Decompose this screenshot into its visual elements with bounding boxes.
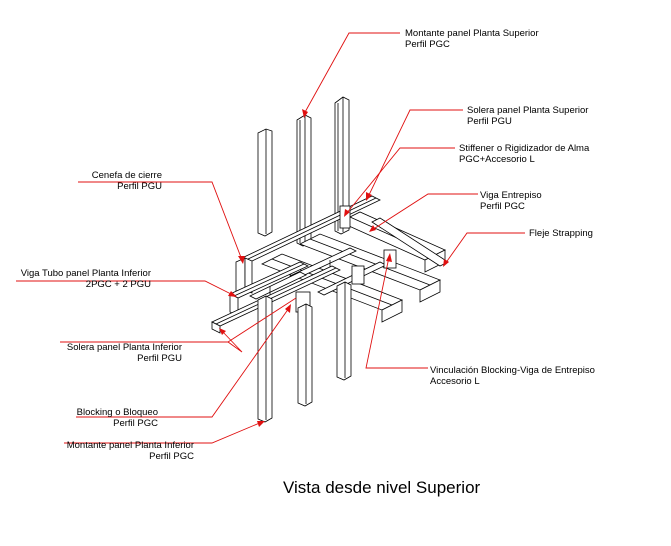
- lower-track: [211, 265, 341, 334]
- arrowhead-icon: [219, 328, 226, 335]
- label-blocking: Blocking o Bloqueo Perfil PGC: [76, 407, 158, 429]
- label-line: Viga Tubo panel Planta Inferior: [20, 268, 151, 279]
- leader-montante-inferior: [64, 421, 263, 444]
- label-line: Perfil PGU: [117, 181, 162, 192]
- label-line: Solera panel Planta Inferior: [66, 342, 182, 353]
- label-line: Montante panel Planta Superior: [405, 28, 539, 39]
- label-viga-tubo: Viga Tubo panel Planta Inferior 2PGC + 2…: [16, 268, 151, 290]
- arrowhead-icon: [369, 225, 376, 232]
- label-line: Vinculación Blocking-Viga de Entrepiso: [430, 365, 595, 376]
- arrowhead-icon: [386, 253, 392, 262]
- leader-solera-inferior-2: [227, 297, 297, 343]
- label-viga-entrepiso: Viga Entrepiso Perfil PGC: [480, 190, 542, 212]
- upper-stud-right: [334, 96, 350, 235]
- label-line: Perfil PGC: [480, 201, 525, 212]
- arrowhead-icon: [344, 209, 350, 217]
- label-fleje: Fleje Strapping: [529, 228, 593, 239]
- label-line: Perfil PGC: [405, 39, 450, 50]
- arrowhead-icon: [302, 109, 308, 118]
- label-line: Solera panel Planta Superior: [467, 105, 589, 116]
- label-line: Accesorio L: [430, 376, 480, 387]
- label-solera-inferior: Solera panel Planta Inferior Perfil PGU: [62, 342, 182, 364]
- lower-stud-right: [336, 281, 352, 381]
- leader-montante-superior: [303, 32, 400, 115]
- leader-fleje: [444, 232, 525, 265]
- label-line: Viga Entrepiso: [480, 190, 542, 201]
- label-line: Fleje Strapping: [529, 228, 593, 239]
- label-vinculacion: Vinculación Blocking-Viga de Entrepiso A…: [430, 365, 595, 387]
- floor-joist-2: [299, 233, 441, 303]
- label-line: Perfil PGU: [467, 116, 512, 127]
- label-line: Cenefa de cierre: [91, 170, 162, 181]
- leader-stiffener: [345, 147, 455, 215]
- drawing-title: Vista desde nivel Superior: [283, 478, 481, 497]
- steel-frame: [211, 96, 449, 423]
- label-line: Blocking o Bloqueo: [76, 407, 158, 418]
- leader-solera-inferior: [60, 330, 243, 353]
- label-line: Perfil PGC: [113, 418, 158, 429]
- arrowhead-icon: [285, 304, 291, 313]
- label-line: Perfil PGC: [149, 451, 194, 462]
- label-solera-superior: Solera panel Planta Superior Perfil PGU: [467, 105, 588, 127]
- leader-viga-tubo: [16, 280, 234, 296]
- arrowhead-icon: [443, 259, 449, 267]
- arrowhead-icon: [238, 256, 245, 264]
- label-line: Perfil PGU: [137, 353, 182, 364]
- upper-stud-left: [257, 128, 273, 237]
- label-montante-inferior: Montante panel Planta Inferior Perfil PG…: [64, 440, 194, 462]
- label-line: 2PGC + 2 PGU: [85, 279, 151, 290]
- leader-blocking: [76, 307, 290, 418]
- label-montante-superior: Montante panel Planta Superior Perfil PG…: [405, 28, 539, 50]
- label-cenefa: Cenefa de cierre Perfil PGU: [80, 170, 162, 192]
- label-line: Stiffener o Rigidizador de Alma: [459, 143, 590, 154]
- leader-vinculacion: [365, 256, 428, 369]
- label-stiffener: Stiffener o Rigidizador de Alma PGC+Acce…: [459, 143, 589, 165]
- leader-lines: [16, 32, 525, 444]
- lower-stud-center: [297, 303, 313, 407]
- arrowhead-icon: [228, 291, 237, 297]
- rim-track: [235, 257, 253, 295]
- lower-stud-left: [257, 295, 273, 423]
- leader-solera-superior: [367, 109, 463, 198]
- leader-cenefa: [78, 181, 243, 261]
- arrowhead-icon: [366, 192, 372, 201]
- label-line: PGC+Accesorio L: [459, 154, 535, 165]
- arrowhead-icon: [257, 421, 265, 427]
- label-line: Montante panel Planta Inferior: [66, 440, 194, 451]
- leader-viga-entrepiso: [371, 193, 478, 231]
